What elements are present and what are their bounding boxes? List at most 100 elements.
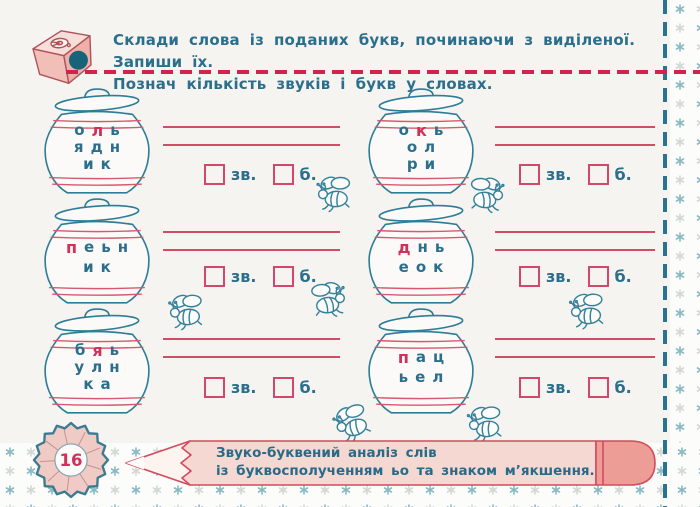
sounds-count-label: зв. <box>546 164 572 184</box>
instruction-line-2: Познач кількість звуків і букв у словах. <box>113 75 493 93</box>
jar-letter: я <box>73 138 84 156</box>
jar-letter-highlighted: к <box>415 121 427 140</box>
count-row: зв.б. <box>519 266 632 287</box>
answer-line[interactable] <box>495 356 655 358</box>
count-row: зв. б. <box>519 377 632 398</box>
letters-count-box[interactable] <box>587 164 609 185</box>
count-row: зв. б. <box>204 266 317 287</box>
sounds-count-box[interactable] <box>204 377 225 398</box>
jar-letter: о <box>398 121 409 139</box>
jar-letter: о <box>415 258 427 276</box>
sounds-count-label: зв. <box>231 266 257 286</box>
letters-count-label: б. <box>299 266 317 286</box>
jar-letter: к <box>433 258 444 276</box>
answer-line[interactable] <box>163 144 340 146</box>
letters-count-box[interactable] <box>272 266 294 287</box>
jar-letter: р <box>406 155 418 173</box>
jar-letter: л <box>424 138 436 156</box>
jar-letter: б <box>74 341 86 359</box>
letters-count-label: б. <box>299 164 317 184</box>
jar-letter: и <box>424 155 436 173</box>
jar-letter: к <box>100 258 111 276</box>
letters-count-box[interactable] <box>272 164 294 185</box>
jar-letter: д <box>90 138 103 156</box>
bee-icon <box>301 274 355 326</box>
bee-icon <box>163 290 211 334</box>
answer-line[interactable] <box>163 231 340 233</box>
lesson-topic-line-1: Звуко-буквений аналіз слів <box>216 445 437 461</box>
bee-icon <box>461 172 510 218</box>
bee-icon <box>463 403 510 446</box>
answer-line[interactable] <box>163 338 340 340</box>
jar-letter: и <box>83 258 94 276</box>
jar-letter: ь <box>110 121 120 139</box>
sounds-count-box[interactable] <box>519 266 540 287</box>
answer-line[interactable] <box>163 356 340 358</box>
sounds-count-box[interactable] <box>204 164 225 185</box>
bee-icon <box>328 399 378 446</box>
jar-letter: ь <box>109 341 120 359</box>
right-star-border <box>670 0 700 507</box>
jar-letter-highlighted: п <box>397 348 409 367</box>
sounds-count-label: зв. <box>546 377 572 397</box>
jar-letter: л <box>91 358 103 376</box>
answer-line[interactable] <box>163 126 340 128</box>
count-row: зв. б. <box>204 377 317 398</box>
jar-letter: у <box>74 358 85 376</box>
jar-letter-highlighted: д <box>397 238 411 257</box>
sounds-count-label: зв. <box>231 164 257 184</box>
count-row: зв. б. <box>204 164 317 185</box>
answer-line[interactable] <box>495 231 655 233</box>
lesson-topic-line-2: із буквосполученням ьо та знаком м’якшен… <box>216 463 595 479</box>
lesson-topic: Звуко-буквений аналіз слів із буквосполу… <box>216 444 616 480</box>
jar-letter: н <box>109 138 121 156</box>
bee-icon <box>310 171 359 217</box>
letters-count-label: б. <box>614 377 632 397</box>
jar-letter-highlighted: п <box>65 238 77 257</box>
jar-letter: к <box>83 375 94 393</box>
count-row: зв. б. <box>519 164 632 185</box>
jar-letter: е <box>398 258 409 276</box>
jar-letter: о <box>406 138 418 156</box>
jar-letter: а <box>100 375 111 393</box>
letters-count-box[interactable] <box>587 377 609 398</box>
bee-icon <box>564 289 611 333</box>
sounds-count-box[interactable] <box>519 164 540 185</box>
page-number-badge: 16 <box>32 421 110 499</box>
jar-letter: е <box>84 238 95 256</box>
instruction-line-1: Склади слова із поданих букв, починаючи … <box>113 31 636 71</box>
sharpener-icon <box>32 30 92 85</box>
answer-line[interactable] <box>495 126 655 128</box>
jar-letter: ь <box>101 238 111 256</box>
letters-count-label: б. <box>299 377 317 397</box>
letters-count-label: б. <box>614 164 632 184</box>
sounds-count-box[interactable] <box>204 266 225 287</box>
sounds-count-box[interactable] <box>519 377 540 398</box>
jar-letter: ь <box>398 368 409 386</box>
letters-count-box[interactable] <box>587 266 609 287</box>
jar-letter-highlighted: я <box>92 341 103 360</box>
jar-letter-highlighted: л <box>91 121 104 140</box>
answer-line[interactable] <box>495 249 655 251</box>
pencil-banner <box>125 440 656 486</box>
answer-line[interactable] <box>495 144 655 146</box>
jar-letter: ь <box>433 121 444 139</box>
jar-letter: о <box>74 121 85 139</box>
letters-count-box[interactable] <box>272 377 294 398</box>
jar-letter: и <box>83 155 94 173</box>
jar-letter: н <box>109 358 120 376</box>
sounds-count-label: зв. <box>231 377 257 397</box>
jar-letter: н <box>117 238 129 256</box>
answer-line[interactable] <box>495 338 655 340</box>
letters-count-label: б. <box>614 266 632 286</box>
answer-line[interactable] <box>163 249 340 251</box>
